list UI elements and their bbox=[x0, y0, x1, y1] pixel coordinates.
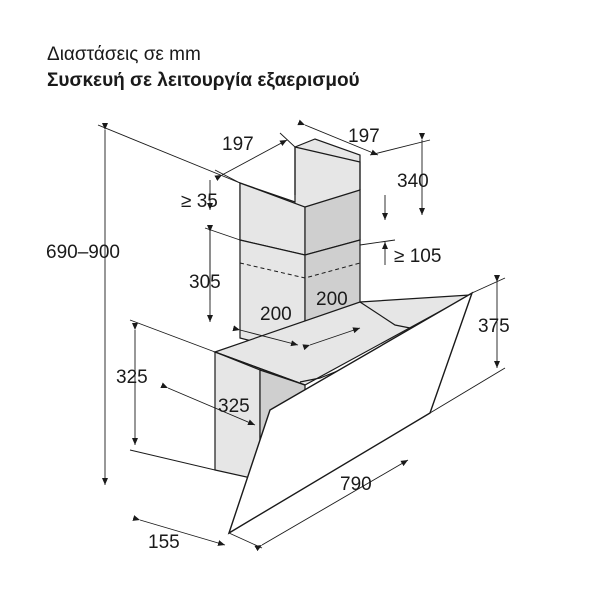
dim-chimney-upper-height: 340 bbox=[397, 171, 429, 192]
drawing-title: Συσκευή σε λειτουργία εξαερισμού bbox=[47, 70, 360, 91]
dim-chimney-top-clearance: ≥ 35 bbox=[181, 191, 218, 212]
dim-bottom-depth: 155 bbox=[148, 532, 180, 553]
dim-body-depth: 325 bbox=[218, 396, 250, 417]
dim-chimney-width-right: 197 bbox=[348, 126, 380, 147]
dim-duct-width-right: 200 bbox=[316, 289, 348, 310]
drawing-subtitle: Διαστάσεις σε mm bbox=[47, 44, 201, 65]
dim-chimney-width-left: 197 bbox=[222, 134, 254, 155]
dim-hood-width: 790 bbox=[340, 474, 372, 495]
upper-chimney bbox=[239, 138, 361, 256]
dim-chimney-overlap: ≥ 105 bbox=[394, 246, 441, 267]
dim-body-height: 325 bbox=[116, 367, 148, 388]
dim-chimney-lower-height: 305 bbox=[189, 272, 221, 293]
dim-total-height: 690–900 bbox=[46, 242, 120, 263]
dim-duct-width-left: 200 bbox=[260, 304, 292, 325]
dim-glass-height: 375 bbox=[478, 316, 510, 337]
